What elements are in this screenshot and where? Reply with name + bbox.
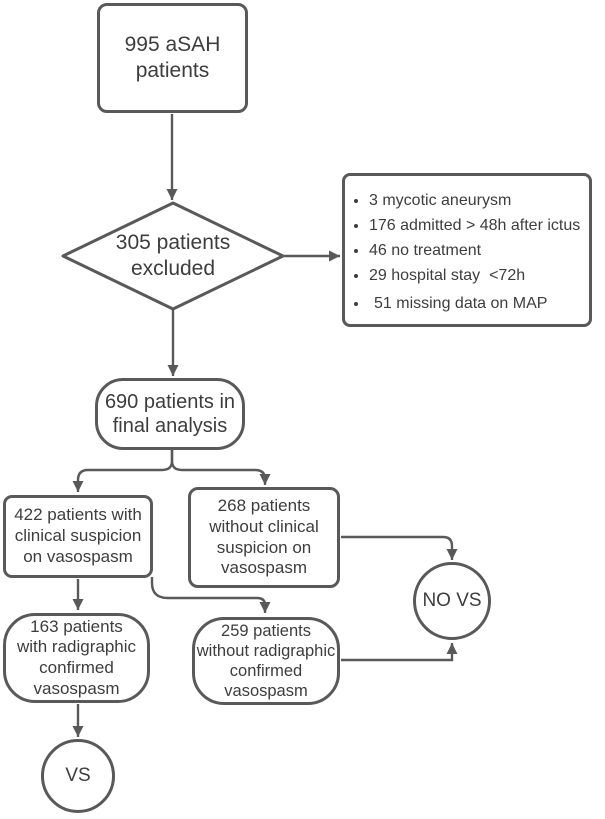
arrow-suspicion-to-not-confirmed — [150, 577, 271, 613]
arrow-no-suspicion-to-no-vs — [341, 535, 458, 560]
exclusion-reason-list: 3 mycotic aneurysm 176 admitted > 48h af… — [345, 176, 589, 316]
node-radiographic-confirmed-label: 163 patients with radigraphic confirmed … — [16, 616, 137, 698]
node-asah-patients: 995 aSAH patients — [97, 3, 248, 113]
node-vs-outcome: VS — [41, 739, 115, 813]
node-exclusion-reasons: 3 mycotic aneurysm 176 admitted > 48h af… — [342, 173, 592, 327]
arrow-not-confirmed-to-no-vs — [341, 643, 458, 662]
node-asah-patients-label: 995 aSAH patients — [124, 33, 221, 82]
node-no-radiographic-confirmed: 259 patients without radigraphic confirm… — [192, 617, 340, 705]
node-final-analysis: 690 patients in final analysis — [95, 378, 245, 450]
node-clinical-suspicion: 422 patients with clinical suspicion on … — [3, 495, 153, 578]
exclusion-reason-item: 29 hospital stay <72h — [369, 263, 585, 288]
node-excluded-decision-label: 305 patients excluded — [115, 231, 231, 280]
node-clinical-suspicion-label: 422 patients with clinical suspicion on … — [14, 505, 142, 566]
arrow-final-to-clinical-suspicion — [72, 450, 174, 492]
exclusion-reason-item: 46 no treatment — [369, 238, 585, 263]
node-no-vs-outcome: NO VS — [413, 562, 491, 640]
exclusion-reason-item: 3 mycotic aneurysm — [369, 188, 585, 213]
node-final-analysis-label: 690 patients in final analysis — [104, 390, 236, 437]
node-vs-outcome-label: VS — [65, 765, 91, 787]
node-no-clinical-suspicion-label: 268 patients without clinical suspicion … — [209, 496, 319, 578]
arrow-final-to-no-clinical-suspicion — [170, 450, 271, 485]
excluded-decision-diamond — [61, 201, 285, 311]
node-excluded-decision: 305 patients excluded — [63, 203, 283, 309]
node-radiographic-confirmed: 163 patients with radigraphic confirmed … — [3, 613, 150, 703]
exclusion-reason-item: 176 admitted > 48h after ictus — [369, 213, 585, 238]
exclusion-reason-item: 51 missing data on MAP — [369, 291, 585, 316]
node-no-vs-outcome-label: NO VS — [422, 590, 482, 612]
node-no-radiographic-confirmed-label: 259 patients without radigraphic confirm… — [196, 621, 336, 701]
node-no-clinical-suspicion: 268 patients without clinical suspicion … — [188, 487, 340, 588]
